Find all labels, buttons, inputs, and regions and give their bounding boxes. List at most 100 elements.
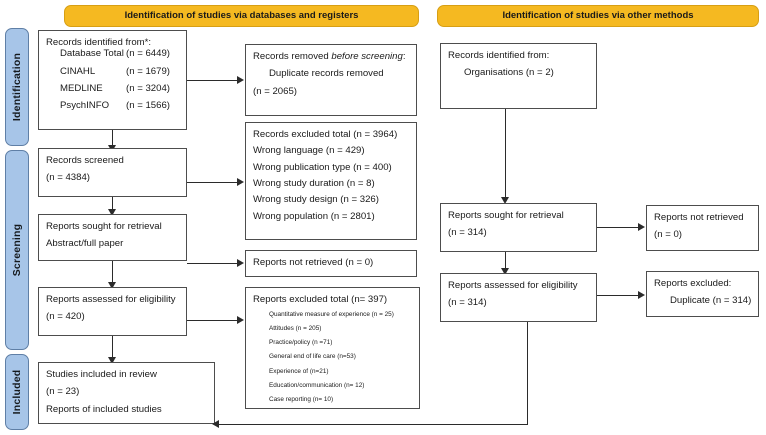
arrowhead-other-sought-to-not-retrieved [638, 223, 645, 231]
records-screened-count: (n = 4384) [46, 172, 91, 184]
reports-excluded-other-duplicate: Duplicate (n = 314) [670, 295, 752, 307]
reports-exclusion-reason-education-communication: Education/communication (n= 12) [269, 381, 365, 389]
records-screened-label: Records screened [46, 155, 124, 166]
reports-not-retrieved-label: Reports not retrieved (n = 0) [253, 257, 374, 268]
arrowhead-assessed-to-included [108, 357, 116, 364]
records-identified-other-title: Records identified from: [448, 50, 550, 61]
records-removed-title-suffix: : [402, 51, 406, 62]
arrowhead-identified-to-removed [237, 76, 244, 84]
box-reports-assessed-eligibility-other: Reports assessed for eligibility (n = 31… [440, 273, 597, 322]
source-count: (n = 1679) [126, 65, 171, 77]
edge-other-assessed-down-to-included [527, 322, 528, 424]
edge-identified-to-screened [112, 130, 113, 147]
edge-other-assessed-left-to-included [215, 424, 528, 425]
reports-exclusion-reason-attitudes: Attitudes (n = 205) [269, 325, 322, 333]
edge-other-identified-to-sought [505, 109, 506, 199]
arrowhead-sought-to-not-retrieved [237, 259, 244, 267]
exclusion-reason-wrong-language: Wrong language (n = 429) [253, 145, 365, 157]
reports-not-retrieved-other-count: (n = 0) [654, 229, 682, 241]
reports-exclusion-reason-general-eol-care: General end of life care (n=53) [269, 353, 356, 361]
exclusion-reason-wrong-study-design: Wrong study design (n = 326) [253, 194, 379, 206]
exclusion-reason-wrong-publication-type: Wrong publication type (n = 400) [253, 161, 392, 173]
reports-assessed-count: (n = 420) [46, 311, 85, 323]
source-count: (n = 6449) [126, 48, 171, 60]
duplicate-records-removed-count: (n = 2065) [253, 85, 298, 97]
reports-exclusion-reason-quantitative: Quantitative measure of experience (n = … [269, 311, 394, 319]
reports-assessed-label: Reports assessed for eligibility [46, 294, 176, 305]
source-name: PsychINFO [60, 100, 110, 112]
exclusion-reason-wrong-study-duration: Wrong study duration (n = 8) [253, 177, 375, 189]
source-row-medline: MEDLINE (n = 3204) [46, 83, 179, 94]
edge-assessed-to-included [112, 336, 113, 359]
box-records-removed-before-screening: Records removed before screening: Duplic… [245, 44, 417, 116]
arrowhead-screened-to-sought [108, 209, 116, 216]
records-identified-title: Records identified from*: [46, 37, 152, 48]
box-records-identified-databases: Records identified from*: Database Total… [38, 30, 187, 130]
stage-pill-included: Included [5, 354, 29, 430]
source-count: (n = 1566) [126, 100, 171, 112]
box-reports-not-retrieved-left: Reports not retrieved (n = 0) [245, 250, 417, 277]
box-reports-assessed-eligibility: Reports assessed for eligibility (n = 42… [38, 287, 187, 336]
reports-assessed-other-count: (n = 314) [448, 297, 487, 309]
edge-other-sought-to-assessed [505, 252, 506, 270]
arrowhead-assessed-to-reports-excluded [237, 316, 244, 324]
stage-pill-screening: Screening [5, 150, 29, 350]
box-records-identified-other: Records identified from: Organisations (… [440, 43, 597, 109]
records-removed-title: Records removed before screening: [253, 51, 409, 62]
box-reports-not-retrieved-other: Reports not retrieved (n = 0) [646, 205, 759, 251]
reports-exclusion-reason-experience-of: Experience of (n=21) [269, 367, 329, 375]
source-row-cinahl: CINAHL (n = 1679) [46, 66, 179, 77]
box-reports-sought-retrieval-other: Reports sought for retrieval (n = 314) [440, 203, 597, 252]
arrowhead-other-identified-to-sought [501, 197, 509, 204]
section-header-other-methods: Identification of studies via other meth… [437, 5, 759, 27]
records-removed-title-italic: before screening [331, 51, 403, 62]
arrowhead-other-sought-to-assessed [501, 268, 509, 275]
box-studies-included: Studies included in review (n = 23) Repo… [38, 362, 215, 424]
section-header-databases: Identification of studies via databases … [64, 5, 419, 27]
source-name: MEDLINE [60, 82, 103, 94]
edge-other-sought-to-not-retrieved [597, 227, 639, 228]
arrowhead-other-assessed-to-excluded [638, 291, 645, 299]
records-excluded-title: Records excluded total (n = 3964) [253, 129, 398, 140]
arrowhead-other-to-included [212, 420, 219, 428]
source-name: CINAHL [60, 65, 96, 77]
box-reports-sought-retrieval: Reports sought for retrieval Abstract/fu… [38, 214, 187, 261]
stage-label-included: Included [11, 369, 23, 415]
section-header-other-methods-label: Identification of studies via other meth… [502, 10, 694, 22]
stage-pill-identification: Identification [5, 28, 29, 146]
box-records-excluded-total: Records excluded total (n = 3964) Wrong … [245, 122, 417, 240]
box-reports-excluded-total: Reports excluded total (n= 397) Quantita… [245, 287, 420, 409]
reports-sought-other-label: Reports sought for retrieval [448, 210, 564, 221]
edge-other-assessed-to-excluded [597, 295, 639, 296]
arrowhead-sought-to-assessed [108, 282, 116, 289]
edge-assessed-to-reports-excluded [187, 320, 238, 321]
edge-screened-to-excluded [187, 182, 238, 183]
source-row-psychinfo: PsychINFO (n = 1566) [46, 100, 179, 111]
reports-sought-detail: Abstract/full paper [46, 238, 124, 250]
records-identified-other-source: Organisations (n = 2) [464, 67, 554, 79]
source-count: (n = 3204) [126, 82, 171, 94]
reports-exclusion-reason-case-reporting: Case reporting (n= 10) [269, 395, 334, 403]
source-row-database-total: Database Total (n = 6449) [46, 48, 179, 59]
reports-sought-label: Reports sought for retrieval [46, 221, 162, 232]
reports-of-included-studies-label: Reports of included studies [46, 403, 162, 415]
exclusion-reason-wrong-population: Wrong population (n = 2801) [253, 210, 375, 222]
studies-included-label: Studies included in review [46, 369, 157, 380]
box-records-screened: Records screened (n = 4384) [38, 148, 187, 197]
studies-included-count: (n = 23) [46, 386, 80, 398]
stage-label-screening: Screening [11, 223, 23, 277]
edge-identified-to-removed [187, 80, 238, 81]
records-removed-title-prefix: Records removed [253, 51, 332, 62]
edge-sought-to-not-retrieved [187, 263, 238, 264]
reports-sought-other-count: (n = 314) [448, 227, 487, 239]
section-header-databases-label: Identification of studies via databases … [124, 10, 359, 22]
source-name: Database Total [60, 48, 124, 60]
reports-not-retrieved-other-label: Reports not retrieved [654, 212, 744, 223]
reports-excluded-title: Reports excluded total (n= 397) [253, 294, 388, 305]
duplicate-records-removed-label: Duplicate records removed [269, 68, 384, 80]
edge-screened-to-sought [112, 197, 113, 211]
arrowhead-screened-to-excluded [237, 178, 244, 186]
reports-assessed-other-label: Reports assessed for eligibility [448, 280, 578, 291]
reports-exclusion-reason-practice-policy: Practice/policy (n =71) [269, 339, 333, 347]
